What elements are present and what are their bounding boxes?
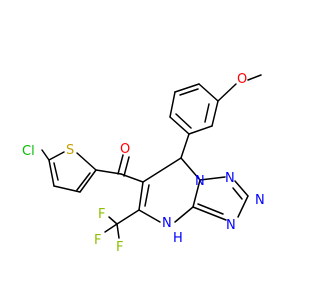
- atom-oxygen-methoxy: O: [237, 72, 247, 87]
- bond-n3-c8a-double: [197, 203, 224, 215]
- bond-thio-1: [79, 169, 97, 193]
- bond-cf3-f2: [104, 223, 118, 233]
- bond-n1-n2: [199, 176, 226, 181]
- bond-co-1: [117, 154, 124, 175]
- bond-methyl-o: [247, 74, 262, 81]
- bond-aryl-inner-1: [204, 103, 210, 123]
- bond-cf3-f1: [108, 216, 118, 225]
- bond-aryl-inner-3: [179, 88, 199, 96]
- bond-thio-5: [76, 152, 97, 171]
- bond-aryl-c7: [180, 133, 190, 159]
- atom-fluorine-1: F: [98, 207, 105, 222]
- bond-n3-c8a: [192, 206, 227, 221]
- bond-ketone-thio: [95, 169, 122, 175]
- bond-c5-cf3: [116, 209, 140, 225]
- bond-thio-3-double: [53, 162, 59, 181]
- bond-thio-1-double: [76, 172, 91, 191]
- atom-oxygen-ketone: O: [120, 142, 130, 157]
- bond-thio-2: [53, 185, 81, 193]
- atom-nitrogen-1: N: [195, 174, 205, 189]
- bond-c7-n1: [180, 157, 201, 181]
- atom-nitrogen-nh: N: [162, 216, 172, 231]
- bond-c8a-nh: [174, 206, 194, 223]
- bond-c5-c6-double: [144, 184, 150, 207]
- bond-aryl-4: [169, 91, 176, 118]
- atom-fluorine-3: F: [116, 240, 123, 255]
- bond-co-2: [123, 156, 130, 177]
- bond-c-n3: [237, 195, 249, 218]
- bond-n1-c8a: [192, 179, 201, 208]
- bond-cf3-f3: [116, 223, 120, 239]
- molecule-structure: O O S Cl N N N N N H F F F: [22, 72, 265, 255]
- bond-aryl-6: [198, 83, 219, 102]
- atom-fluorine-2: F: [94, 233, 101, 248]
- atom-hydrogen: H: [173, 231, 183, 246]
- bond-aryl-1: [211, 100, 219, 127]
- atom-nitrogen-3: N: [255, 193, 265, 208]
- bond-nh-c5: [138, 209, 161, 223]
- bond-thio-cl: [41, 149, 50, 161]
- atom-nitrogen-2: N: [225, 171, 235, 186]
- bond-aryl-3: [169, 116, 190, 135]
- bond-n2-c: [234, 180, 249, 197]
- atom-nitrogen-4: N: [226, 218, 236, 233]
- bond-o-aryl: [217, 83, 237, 102]
- bond-c5-c6: [138, 181, 144, 211]
- bond-n2-c-double: [232, 187, 243, 200]
- bond-thio-4: [48, 151, 65, 161]
- bond-aryl-2: [188, 125, 213, 135]
- bond-thio-3: [48, 159, 55, 187]
- bond-aryl-5: [174, 83, 200, 93]
- bond-aryl-inner-2: [175, 113, 192, 129]
- bond-c6-c7: [142, 157, 182, 183]
- atom-sulfur: S: [66, 143, 74, 158]
- atom-chlorine: Cl: [22, 144, 35, 159]
